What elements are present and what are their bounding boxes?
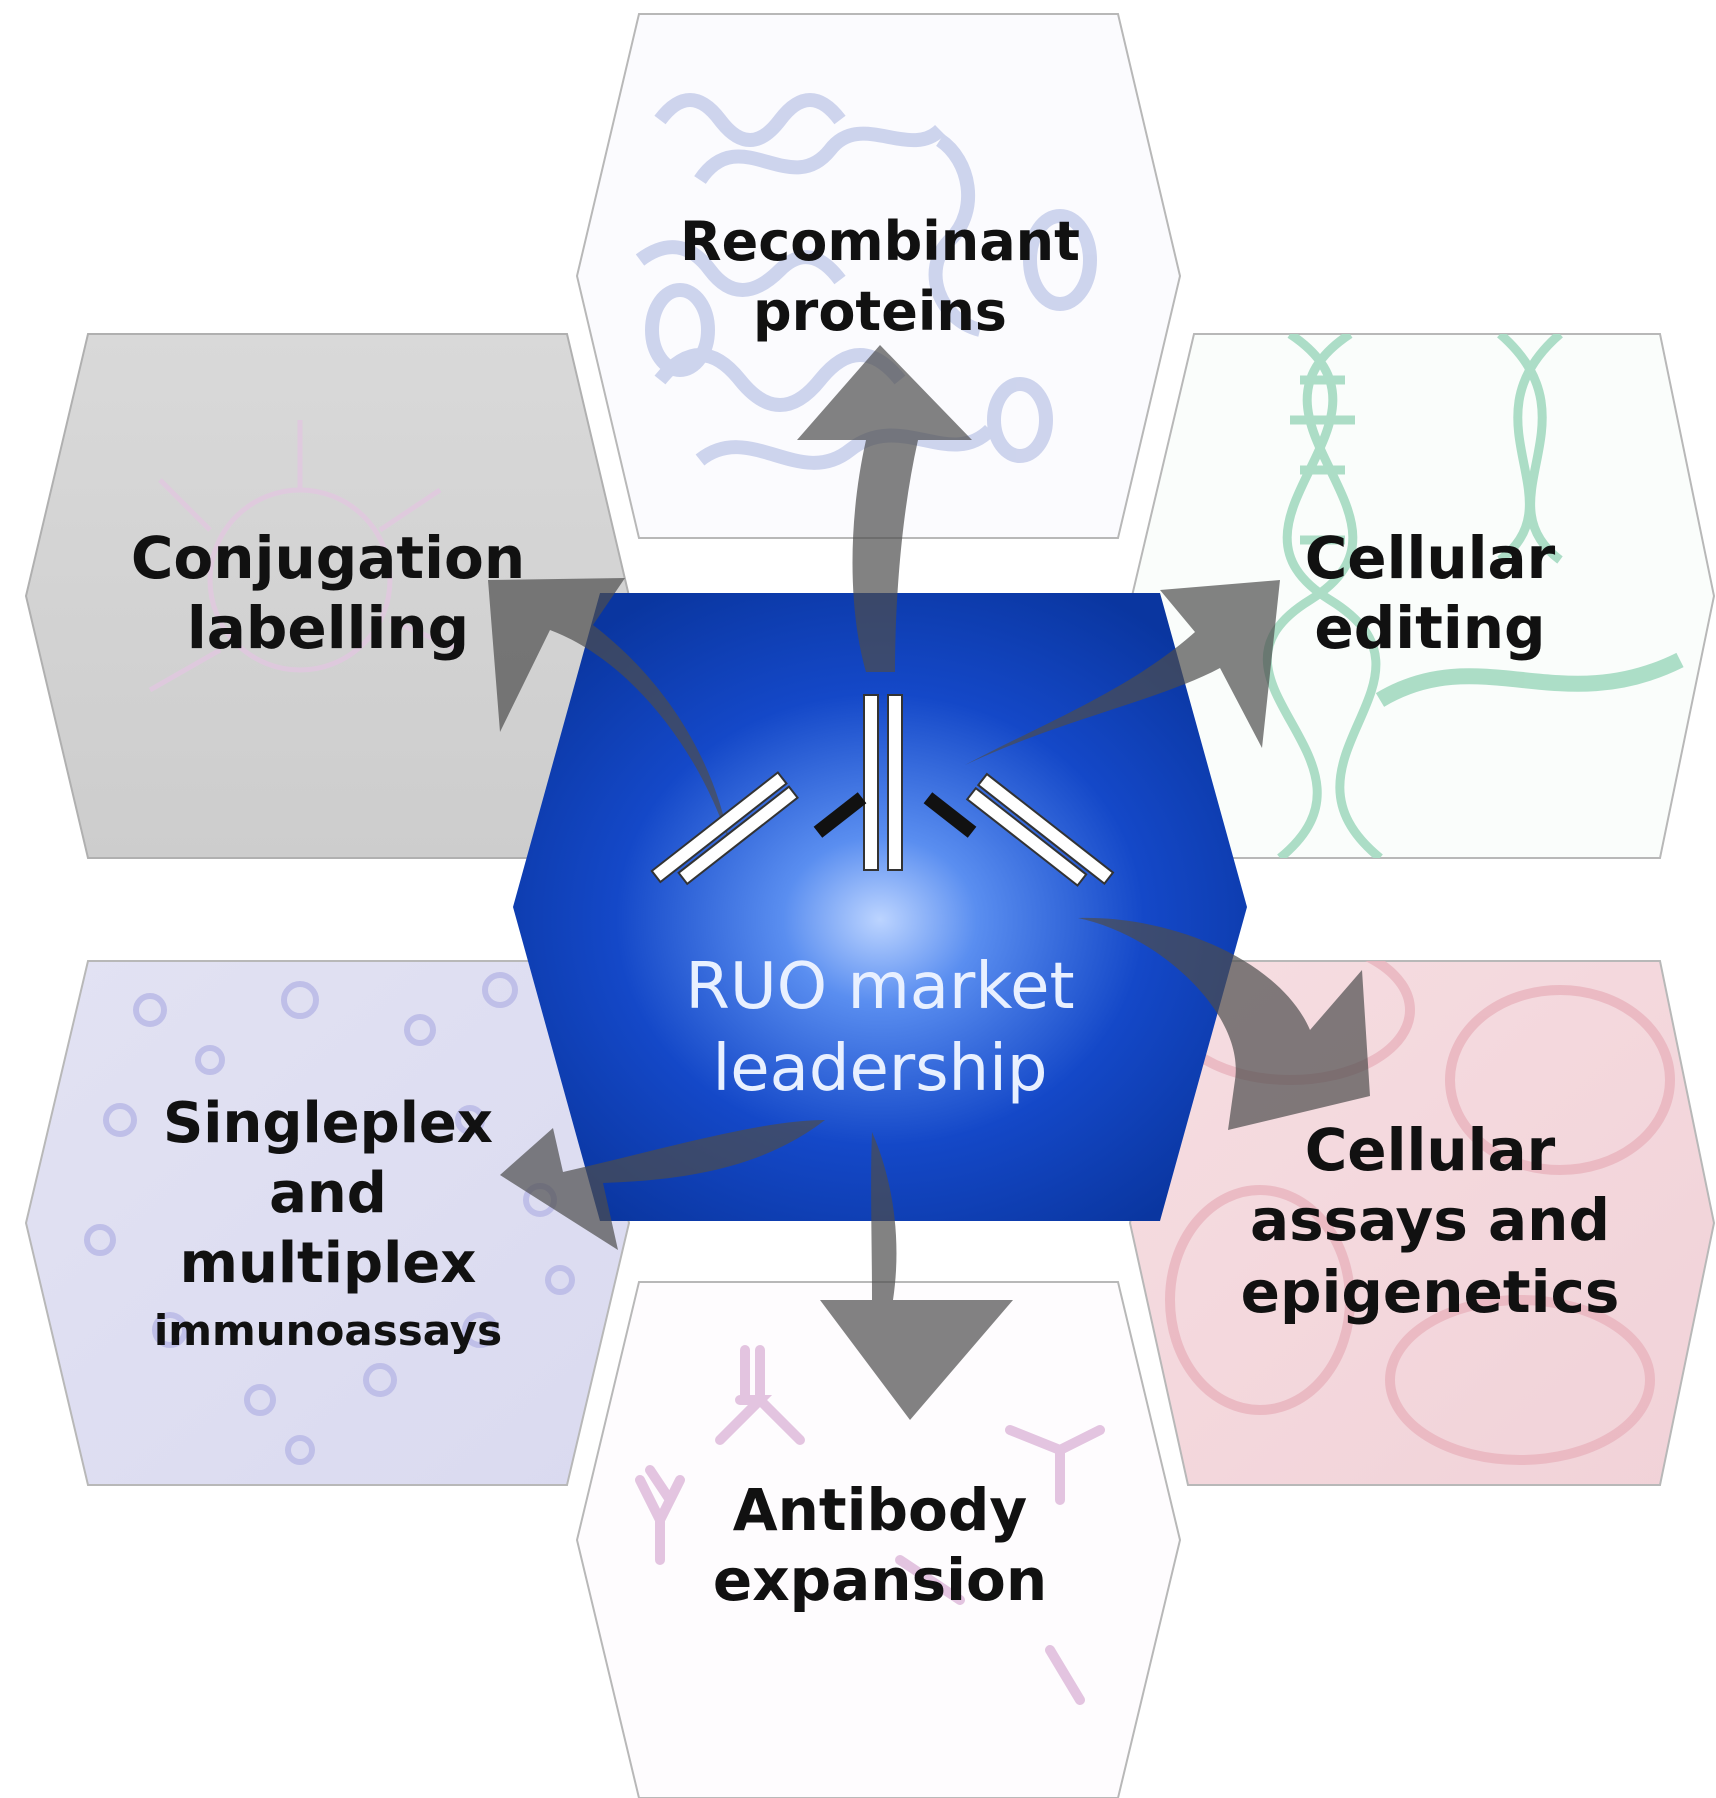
arrow-to-recombinant-proteins <box>797 345 972 672</box>
recombinant-proteins-label-2: proteins <box>753 280 1007 343</box>
arrows <box>488 345 1370 1420</box>
cellular-editing-label-1: Cellular <box>1305 524 1556 592</box>
center-label-line2: leadership <box>713 1032 1048 1106</box>
antibody-expansion-label-2: expansion <box>713 1546 1047 1614</box>
antibodies-icon <box>635 1345 1105 1705</box>
arrow-to-antibody-expansion <box>820 1132 1013 1420</box>
cellular-assays-label-3: epigenetics <box>1241 1258 1620 1326</box>
singleplex-label-2: and <box>269 1161 387 1226</box>
singleplex-label-1: Singleplex <box>163 1091 493 1156</box>
singleplex-label-4: immunoassays <box>154 1306 502 1355</box>
cellular-assays-label-2: assays and <box>1250 1186 1610 1254</box>
protein-structure-icon <box>635 93 1097 470</box>
hexagon-cellular-editing <box>1130 333 1716 859</box>
hexagon-recombinant-proteins <box>575 13 1182 539</box>
antibody-icon <box>650 694 1115 887</box>
hexagon-conjugation-labelling <box>24 333 631 859</box>
hexagon-singleplex-multiplex <box>24 960 631 1486</box>
cellular-editing-label-2: editing <box>1314 594 1545 662</box>
arrow-to-cellular-editing <box>965 580 1280 765</box>
dna-helix-icon <box>1262 334 1684 858</box>
cell-staining-icon <box>84 972 575 1465</box>
arrow-to-cellular-assays <box>1078 917 1370 1130</box>
arrow-to-singleplex <box>500 1120 825 1250</box>
arrow-to-conjugation <box>488 578 730 845</box>
conjugation-label-1: Conjugation <box>131 524 525 592</box>
fluorescent-cell-icon <box>148 420 461 693</box>
center-label-line1: RUO market <box>685 950 1074 1024</box>
singleplex-label-3: multiplex <box>180 1231 477 1296</box>
cellular-assays-label-1: Cellular <box>1305 1116 1556 1184</box>
recombinant-proteins-label-1: Recombinant <box>680 210 1080 273</box>
antibody-expansion-label-1: Antibody <box>733 1476 1027 1544</box>
hexagon-antibody-expansion <box>575 1281 1182 1798</box>
conjugation-label-2: labelling <box>187 594 469 662</box>
